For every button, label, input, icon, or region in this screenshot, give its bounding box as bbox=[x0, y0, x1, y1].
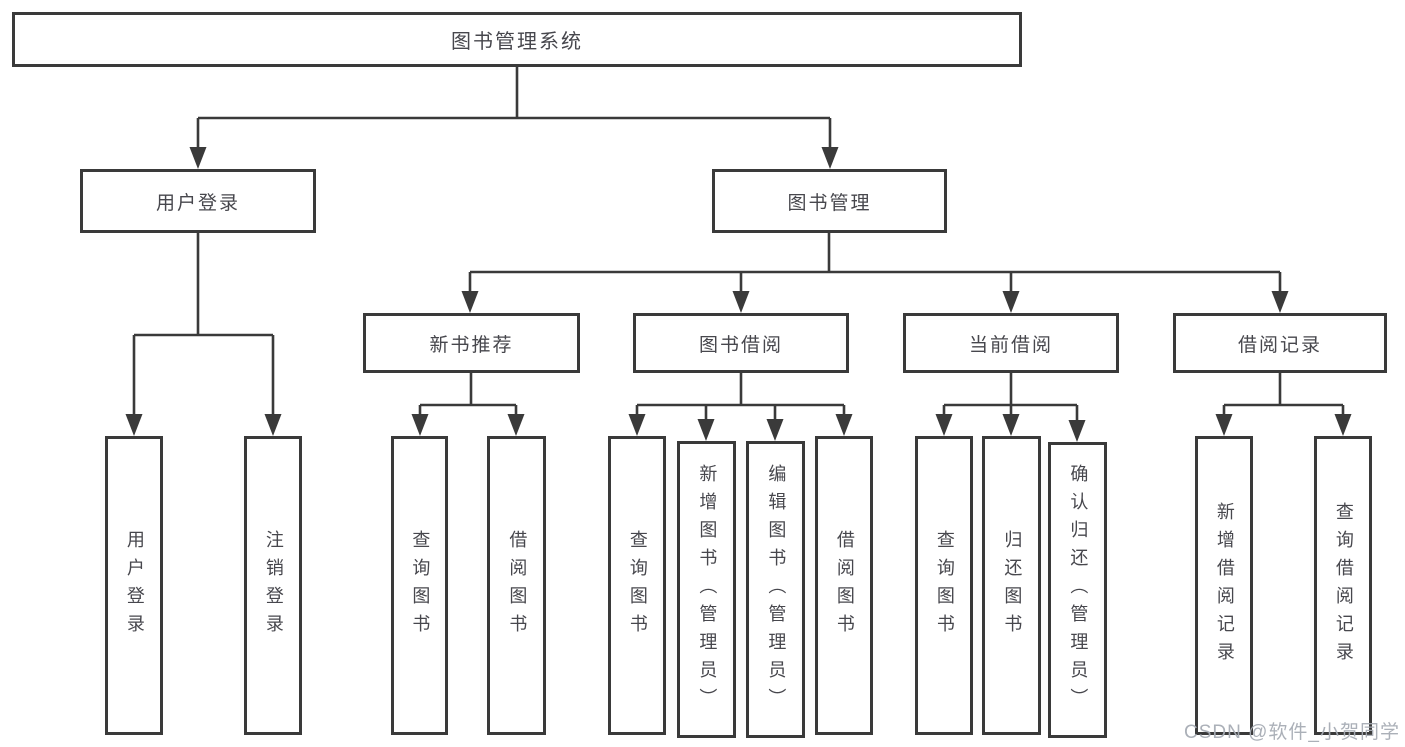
leaf-query-borrow-record: 查询借阅记录 bbox=[1314, 436, 1372, 735]
leaf-add-borrow-record: 新增借阅记录 bbox=[1195, 436, 1253, 735]
node-new-book-recommend: 新书推荐 bbox=[363, 313, 580, 373]
leaf-add-books-admin: 新增图书（管理员） bbox=[677, 441, 736, 738]
node-library-system: 图书管理系统 bbox=[12, 12, 1022, 67]
leaf-borrow-borrow-books: 借阅图书 bbox=[815, 436, 873, 735]
node-current-borrow: 当前借阅 bbox=[903, 313, 1119, 373]
node-book-borrow: 图书借阅 bbox=[633, 313, 849, 373]
node-user-login-branch: 用户登录 bbox=[80, 169, 316, 233]
leaf-edit-books-admin: 编辑图书（管理员） bbox=[746, 441, 805, 738]
leaf-return-books: 归还图书 bbox=[982, 436, 1041, 735]
leaf-recommend-borrow-books: 借阅图书 bbox=[487, 436, 546, 735]
leaf-recommend-query-books: 查询图书 bbox=[391, 436, 448, 735]
leaf-current-query-books: 查询图书 bbox=[915, 436, 973, 735]
leaf-user-login: 用户登录 bbox=[105, 436, 163, 735]
leaf-confirm-return-admin: 确认归还（管理员） bbox=[1048, 442, 1107, 738]
leaf-borrow-query-books: 查询图书 bbox=[608, 436, 666, 735]
node-borrow-records: 借阅记录 bbox=[1173, 313, 1387, 373]
leaf-logout: 注销登录 bbox=[244, 436, 302, 735]
node-book-management: 图书管理 bbox=[712, 169, 947, 233]
